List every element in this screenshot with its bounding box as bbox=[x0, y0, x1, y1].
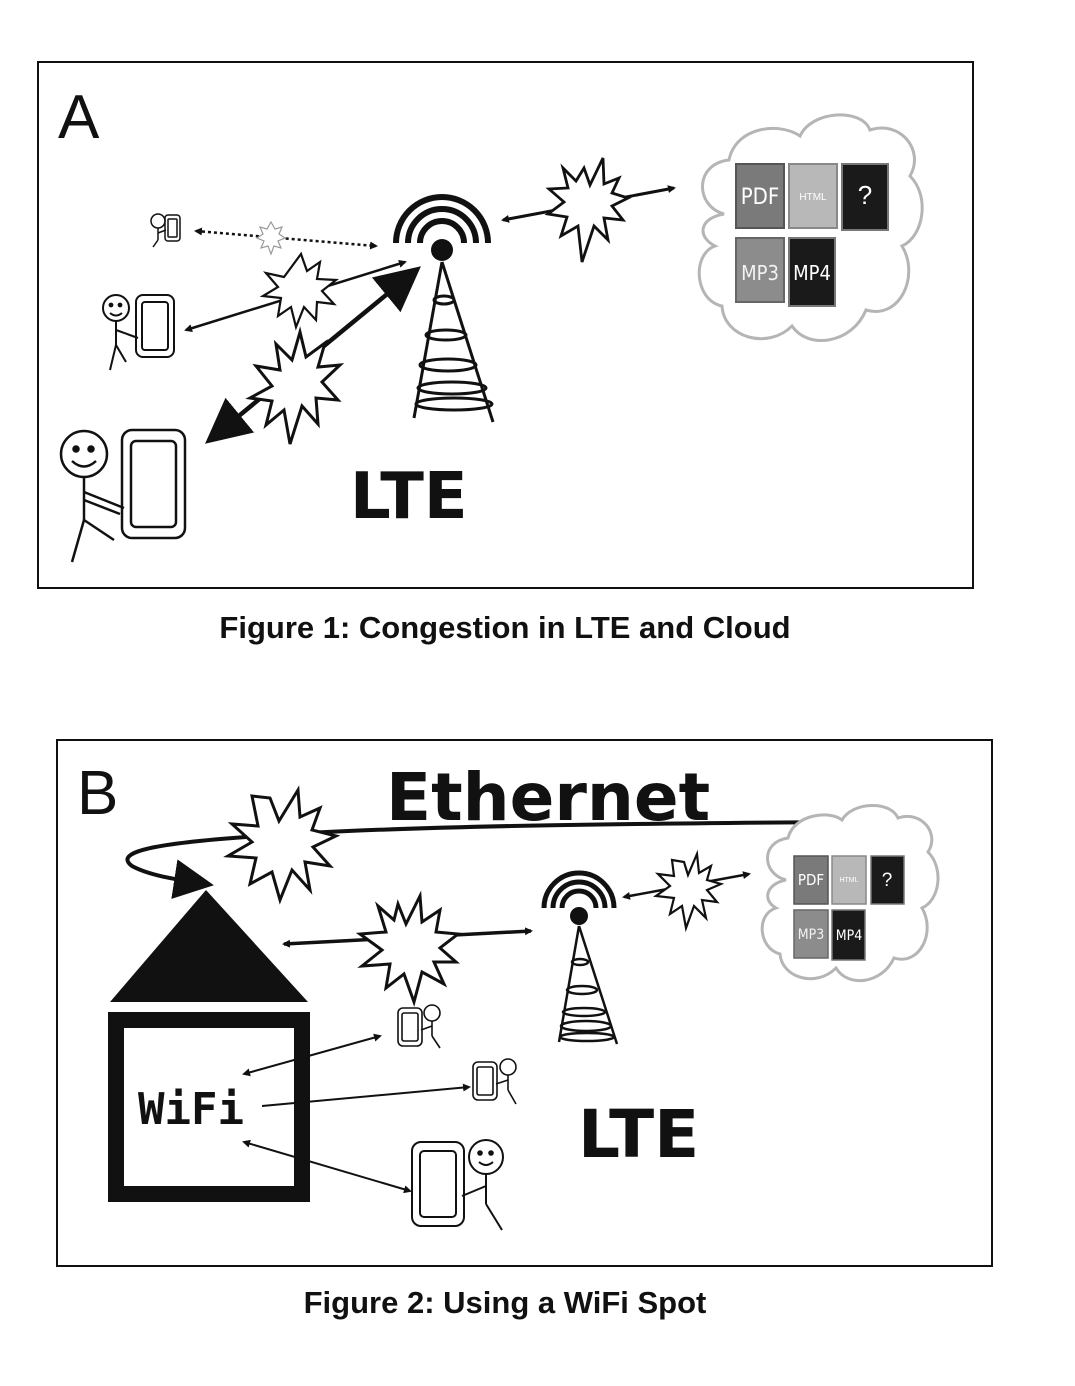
mp3-tile-label: MP3 bbox=[741, 261, 779, 285]
wifi-link-2-arrow bbox=[261, 1083, 471, 1107]
figure-2-caption: Figure 2: Using a WiFi Spot bbox=[303, 1285, 707, 1320]
wifi-link-1-arrow bbox=[242, 1033, 382, 1077]
cell-tower-icon bbox=[393, 194, 495, 423]
figure-2-html-tile-label: HTML bbox=[839, 877, 858, 884]
medium-congestion-burst-icon bbox=[259, 251, 339, 331]
wifi-house-icon bbox=[108, 890, 310, 1202]
figure-1-file-tiles: PDF HTML ? MP3 MP4 bbox=[735, 163, 889, 307]
figure-2-backhaul-burst-icon bbox=[653, 849, 725, 933]
figure-2-file-tiles: PDF HTML ? MP3 MP4 bbox=[793, 855, 905, 961]
figure-1-lte-label: LTE bbox=[350, 460, 468, 534]
wifi-link-3-arrow bbox=[242, 1139, 412, 1194]
figure-2-unknown-tile-label: ? bbox=[882, 870, 893, 891]
small-congestion-burst-icon bbox=[255, 220, 287, 256]
large-user-icon bbox=[59, 428, 187, 563]
medium-user-icon bbox=[102, 294, 175, 371]
ethernet-congestion-burst-icon bbox=[223, 785, 341, 905]
figure-2-panel-letter: B bbox=[77, 759, 118, 828]
html-tile-label: HTML bbox=[799, 192, 827, 203]
figure-2-pdf-tile-label: PDF bbox=[798, 871, 824, 889]
small-user-icon bbox=[150, 213, 181, 248]
pdf-tile-label: PDF bbox=[741, 185, 780, 210]
wifi-user-1-icon bbox=[397, 1004, 441, 1049]
wifi-user-2-icon bbox=[472, 1058, 517, 1105]
figure-2-cell-tower-icon bbox=[541, 870, 619, 1045]
figure-2-mp4-tile-label: MP4 bbox=[836, 928, 862, 944]
figure-2-lte-label: LTE bbox=[578, 1096, 699, 1173]
large-congestion-burst-icon bbox=[245, 326, 345, 445]
mp4-tile-label: MP4 bbox=[793, 261, 831, 285]
unknown-tile-label: ? bbox=[858, 180, 872, 210]
weak-link-arrow bbox=[194, 227, 378, 250]
figure-1-panel-letter: A bbox=[58, 83, 100, 152]
wifi-backhaul-burst-icon bbox=[355, 890, 462, 1008]
figure-2-panel bbox=[56, 739, 993, 1267]
figure-1-caption: Figure 1: Congestion in LTE and Cloud bbox=[219, 610, 791, 645]
wifi-label: WiFi bbox=[138, 1084, 244, 1135]
backhaul-congestion-burst-icon bbox=[544, 157, 632, 263]
wifi-user-3-icon bbox=[411, 1139, 504, 1231]
figure-2-mp3-tile-label: MP3 bbox=[798, 927, 824, 943]
